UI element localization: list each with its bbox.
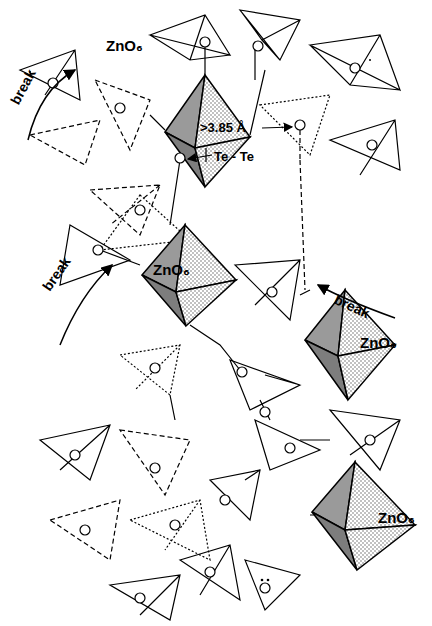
structure-label: >3.85 Å [200, 121, 246, 134]
structure-label: Te - Te [214, 150, 254, 163]
break-label: break [40, 254, 73, 293]
break-label: break [8, 67, 38, 107]
structure-label: ZnO₆ [106, 38, 143, 53]
structure-label: ZnO₆ [360, 335, 397, 350]
structure-label: ZnO₆ [153, 262, 190, 277]
structure-label: ZnO₆ [378, 510, 415, 525]
